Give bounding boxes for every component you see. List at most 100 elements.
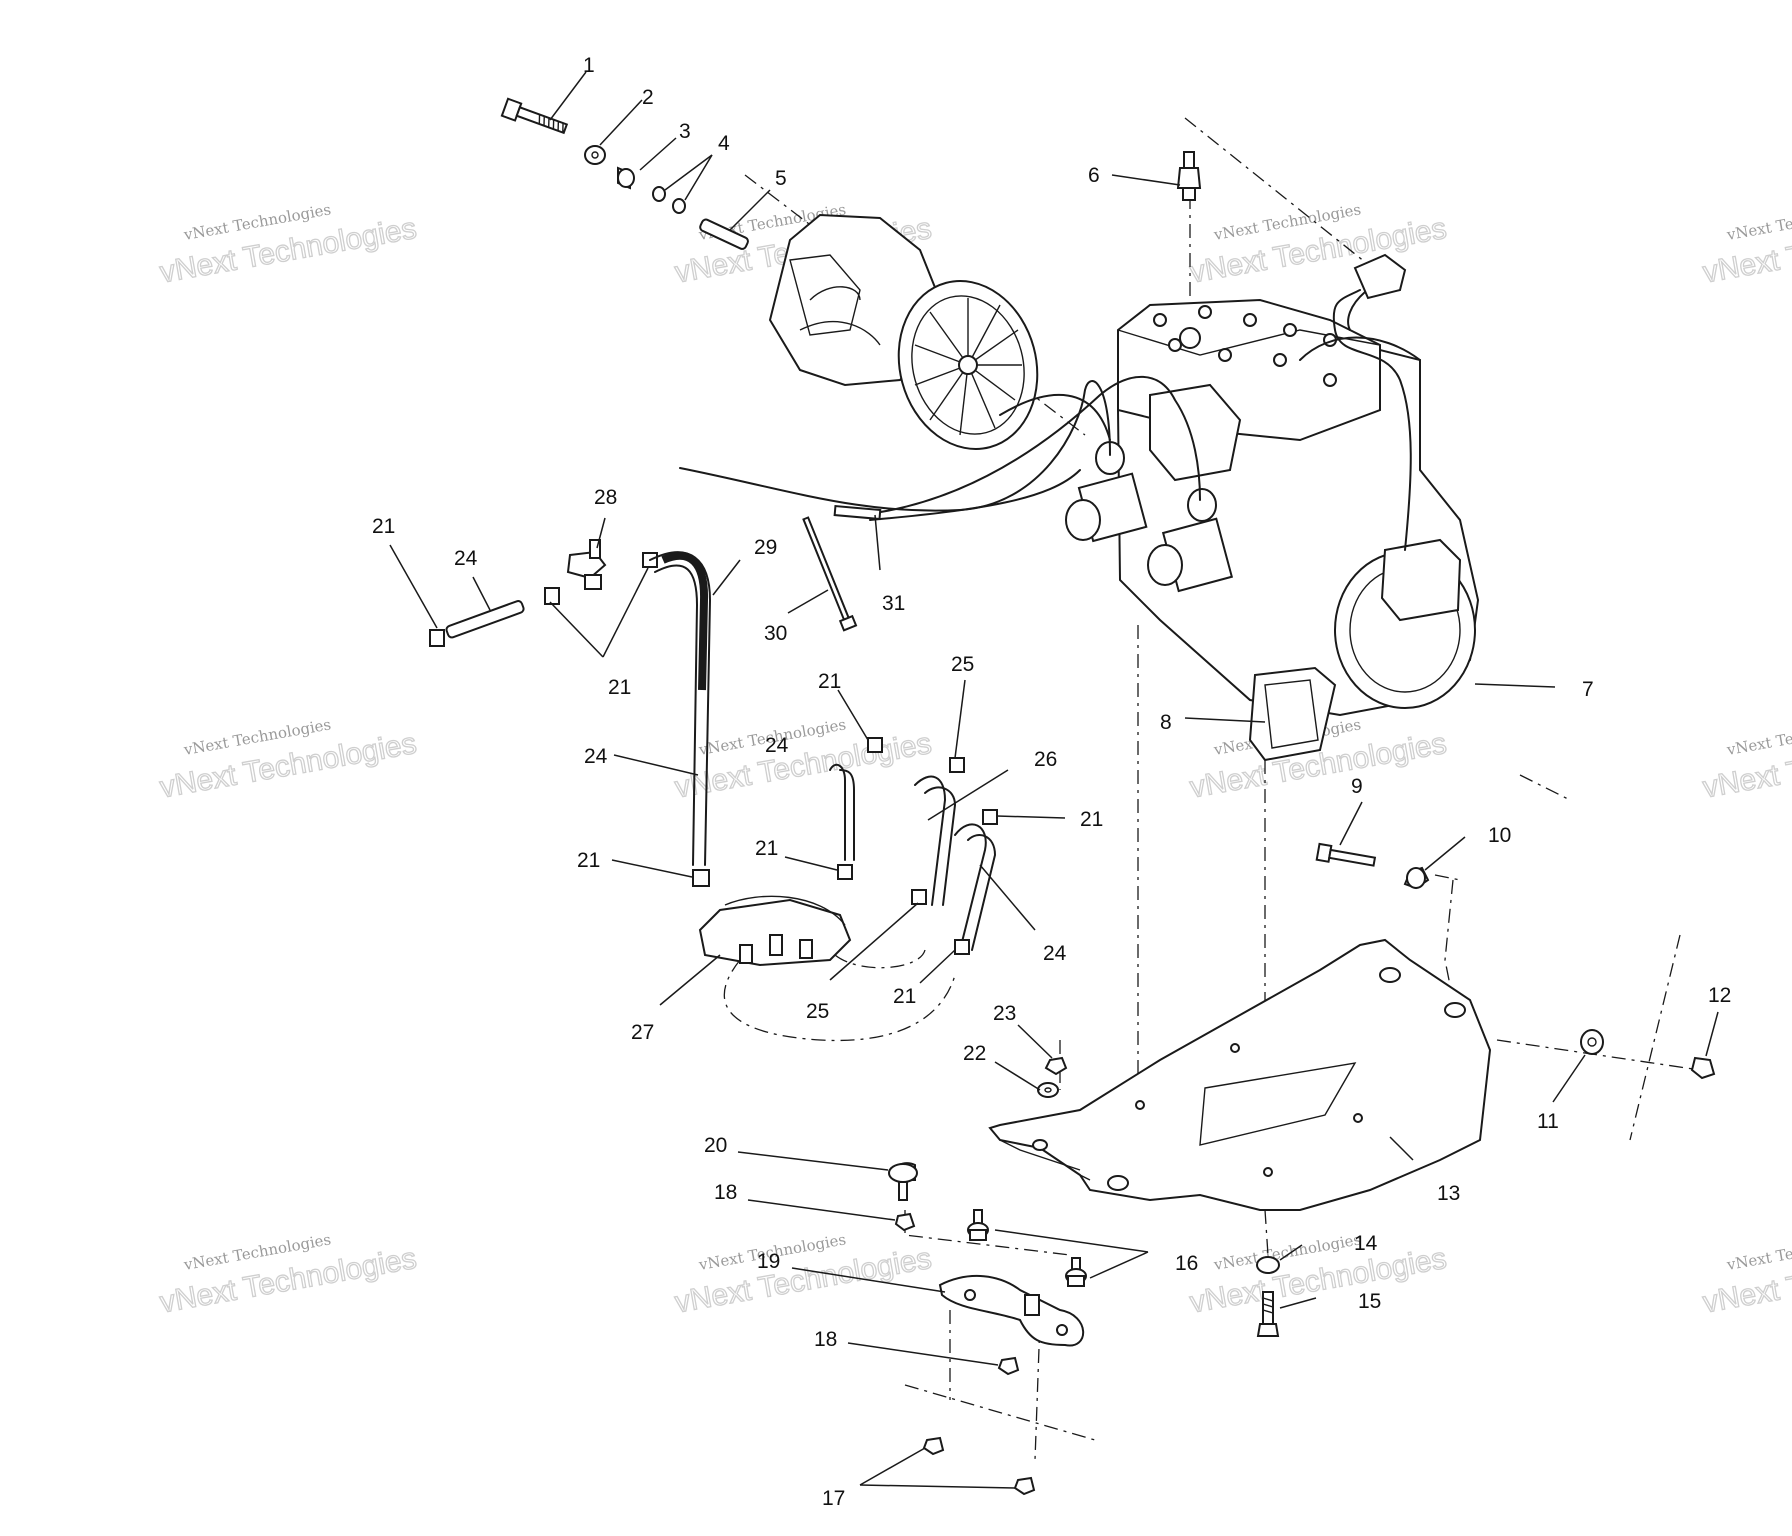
callout-17: 17 — [822, 1487, 845, 1510]
impulse-hose-26-b — [924, 786, 956, 906]
centerline-frame-right — [1629, 934, 1681, 1141]
leader-25a — [954, 679, 966, 759]
spark-plug-thread — [1182, 187, 1196, 201]
rubber-mount-11-hole — [1587, 1037, 1597, 1047]
nut-18 — [894, 1212, 916, 1232]
hose-clamp-21 — [867, 737, 883, 753]
centerline-bracket-bottom — [904, 1384, 1096, 1441]
cylinder-head-edge — [1117, 329, 1381, 356]
callout-labels: 1 2 3 4 5 6 7 8 9 10 11 12 13 14 15 16 1… — [372, 54, 1731, 1510]
stud-body — [1067, 1275, 1085, 1287]
spark-plug-insulator — [1176, 167, 1202, 189]
clutch-bolt-stack — [500, 97, 749, 250]
bolt-head — [1256, 1323, 1280, 1337]
callout-18b: 18 — [814, 1328, 837, 1351]
throttle-cables — [679, 375, 1201, 632]
callout-8: 8 — [1160, 711, 1172, 734]
leader-14 — [1279, 1244, 1303, 1261]
bolt-shank — [1328, 848, 1377, 867]
ignition-coil — [1380, 538, 1462, 622]
leader-12 — [1705, 1011, 1719, 1057]
carb-throat — [1065, 499, 1101, 541]
hose-clamp-21 — [429, 629, 445, 647]
leader-26 — [927, 769, 1009, 821]
callout-21a: 21 — [372, 515, 395, 538]
callout-22: 22 — [963, 1042, 986, 1065]
callout-21g: 21 — [893, 985, 916, 1008]
leader-27 — [659, 954, 721, 1006]
callout-12: 12 — [1708, 984, 1731, 1007]
centerline-bracket-right — [1519, 774, 1571, 801]
callout-15: 15 — [1358, 1290, 1381, 1313]
callout-25b: 25 — [806, 1000, 829, 1023]
callout-16: 16 — [1175, 1252, 1198, 1275]
callout-21c: 21 — [818, 670, 841, 693]
leader-17a — [859, 1447, 926, 1486]
leader-1 — [549, 71, 587, 121]
callout-1: 1 — [583, 54, 595, 77]
o-ring-4b — [672, 198, 686, 214]
mount-plate-hole — [1444, 1002, 1466, 1018]
leader-17b — [859, 1484, 1016, 1489]
bolt-shank — [515, 106, 569, 135]
bolt-shank — [1262, 1291, 1274, 1325]
leader-8 — [1184, 717, 1266, 723]
callout-24b: 24 — [584, 745, 608, 768]
bolt-1 — [500, 97, 569, 135]
leader-21f — [784, 856, 838, 871]
leader-31 — [874, 514, 881, 571]
watermark: vNext Technologies vNext Technologies — [1700, 200, 1792, 290]
mount-plate-hole — [1107, 1175, 1129, 1191]
fuel-pump-nipple — [739, 944, 753, 964]
bolt-15 — [1256, 1291, 1280, 1337]
leader-29 — [712, 559, 741, 596]
leader-21h — [919, 949, 956, 984]
spark-plug-terminal — [1183, 151, 1195, 169]
washer-14 — [1256, 1256, 1280, 1274]
impulse-hose-26 — [914, 775, 946, 906]
washer-2 — [584, 145, 606, 165]
fuel-hose-29-braid — [661, 551, 709, 691]
plug-cap-body — [1353, 253, 1407, 300]
nut-17a — [922, 1436, 945, 1456]
callout-25a: 25 — [951, 653, 974, 676]
leader-10 — [1424, 836, 1466, 871]
mount-plate-hole — [1135, 1100, 1145, 1110]
callout-3: 3 — [679, 120, 691, 143]
spark-plug-bore — [1179, 327, 1201, 349]
bracket-hole — [1056, 1324, 1068, 1336]
plug-wire-head — [1299, 336, 1421, 361]
throttle-cable-d — [999, 394, 1111, 441]
callout-21f: 21 — [1080, 808, 1103, 831]
plug-wire-second — [1347, 291, 1366, 331]
spacer-3-face — [617, 168, 635, 188]
washer-22 — [1037, 1082, 1059, 1098]
clutch-sheave-rim — [911, 295, 1025, 435]
bolt-9 — [1315, 842, 1377, 867]
washer-hole — [591, 151, 599, 159]
mount-plate-hole — [1263, 1167, 1273, 1177]
fuel-hose-24-mid — [829, 763, 846, 861]
hose-clamp-25 — [911, 889, 927, 905]
bracket-hole — [964, 1289, 976, 1301]
watermark: vNext Technologies vNext Technologies — [1700, 715, 1792, 805]
bolt-thread — [1262, 1297, 1274, 1314]
leader-21e — [837, 689, 869, 741]
leader-13 — [1389, 1136, 1414, 1161]
watermark-line1: vNext Technologies — [1725, 1230, 1792, 1274]
cable-tie-30 — [802, 516, 858, 632]
callout-19: 19 — [757, 1250, 780, 1273]
leader-4b — [684, 154, 713, 201]
fasteners-14-15 — [1256, 1256, 1280, 1337]
throttle-cable-a — [679, 380, 1111, 512]
watermark: vNext Technologies vNext Technologies — [1187, 200, 1450, 290]
hose-clamp-25 — [949, 757, 965, 773]
lower-mount-bracket — [888, 1162, 1087, 1496]
callout-6: 6 — [1088, 164, 1100, 187]
watermark-line1: vNext Technologies — [1725, 200, 1792, 244]
callout-30: 30 — [764, 622, 787, 645]
callout-11: 11 — [1537, 1110, 1559, 1133]
callout-26: 26 — [1034, 748, 1057, 771]
plug-cap — [1332, 253, 1412, 551]
leader-5 — [729, 189, 771, 231]
